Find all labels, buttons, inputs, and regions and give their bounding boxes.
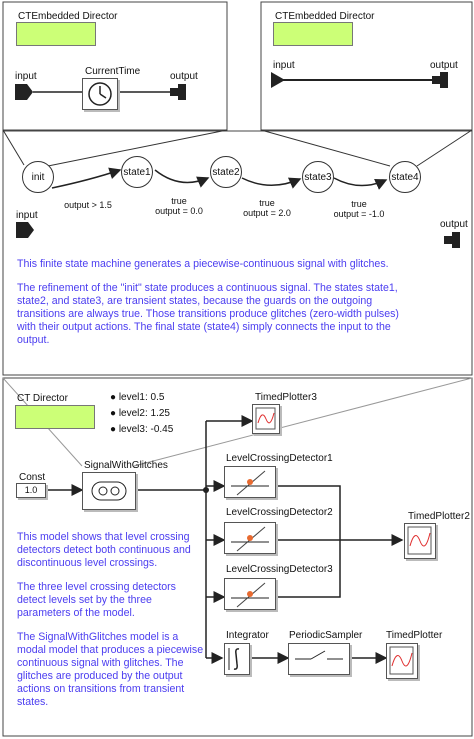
- ct-embedded-director[interactable]: [16, 22, 96, 46]
- parameter-level1[interactable]: ● level1: 0.5: [110, 392, 165, 403]
- output-port-label: output: [430, 60, 458, 71]
- signal-with-glitches-actor[interactable]: [82, 472, 136, 510]
- ct-embedded-director[interactable]: [273, 22, 353, 46]
- wire: [276, 485, 341, 540]
- clock-icon: [88, 82, 112, 106]
- modal-model-icon: [91, 481, 127, 501]
- periodic-sampler-actor[interactable]: [288, 643, 350, 675]
- timed-plotter-label: TimedPlotter: [386, 630, 443, 641]
- signal-with-glitches-label: SignalWithGlitches: [84, 460, 168, 471]
- parameter-level2[interactable]: ● level2: 1.25: [110, 408, 170, 419]
- description-paragraph: The SignalWithGlitches model is a modal …: [17, 631, 204, 708]
- timed-plotter-actor[interactable]: [386, 643, 418, 679]
- lcd3-label: LevelCrossingDetector3: [226, 564, 333, 575]
- plot-icon: [407, 526, 432, 555]
- fsm-state-state2[interactable]: state2: [210, 156, 242, 188]
- parameter-text: level3: -0.45: [118, 424, 174, 435]
- description-paragraph: The refinement of the "init" state produ…: [17, 282, 399, 346]
- fsm-state-state1[interactable]: state1: [121, 156, 153, 188]
- transition-action-label: output = 0.0: [155, 206, 203, 216]
- director-label: CT Director: [17, 393, 68, 404]
- transition-guard-label: true: [171, 196, 187, 206]
- level-crossing-icon: [231, 470, 269, 496]
- const-actor[interactable]: 1.0: [16, 483, 46, 498]
- input-port-icon[interactable]: [16, 222, 36, 238]
- transition-arc: [333, 177, 388, 190]
- timed-plotter3-actor[interactable]: [252, 404, 280, 434]
- zoom-line: [133, 377, 473, 467]
- plot-icon: [255, 407, 276, 430]
- fsm-state-label: state3: [304, 171, 332, 183]
- fsm-state-label: state1: [123, 166, 151, 178]
- output-port-label: output: [440, 219, 468, 230]
- periodic-sampler-label: PeriodicSampler: [289, 630, 363, 641]
- transition-guard-label: output > 1.5: [64, 200, 112, 210]
- parameter-text: level2: 1.25: [118, 408, 170, 419]
- integrator-label: Integrator: [226, 630, 269, 641]
- level-crossing-icon: [231, 526, 269, 552]
- transition-arc: [241, 177, 302, 189]
- description-paragraph: The three level crossing detectors detec…: [17, 581, 176, 619]
- wire: [276, 540, 341, 598]
- output-port-icon[interactable]: [170, 84, 188, 100]
- input-port-label: input: [15, 71, 37, 82]
- current-time-actor[interactable]: [82, 78, 118, 110]
- plot-icon: [389, 646, 414, 675]
- fsm-state-label: state2: [212, 166, 240, 178]
- lcd2-label: LevelCrossingDetector2: [226, 507, 333, 518]
- director-label: CTEmbedded Director: [18, 11, 118, 22]
- transition-guard-label: true: [351, 199, 367, 209]
- input-port-label: input: [273, 60, 295, 71]
- lcd3-actor[interactable]: [224, 578, 276, 610]
- zoom-line: [416, 129, 473, 167]
- fsm-state-label: init: [31, 171, 45, 183]
- const-value: 1.0: [24, 485, 38, 495]
- timed-plotter2-label: TimedPlotter2: [408, 511, 470, 522]
- output-port-icon[interactable]: [432, 72, 448, 88]
- parameter-level3[interactable]: ● level3: -0.45: [110, 424, 174, 435]
- wire-junction: [203, 487, 209, 493]
- lcd1-label: LevelCrossingDetector1: [226, 453, 333, 464]
- director-label: CTEmbedded Director: [275, 11, 375, 22]
- lcd1-actor[interactable]: [224, 466, 276, 498]
- transition-action-label: output = -1.0: [333, 209, 385, 219]
- input-port-label: input: [16, 210, 38, 221]
- output-port-label: output: [170, 71, 198, 82]
- input-port-icon[interactable]: [271, 72, 285, 88]
- integral-icon: [228, 648, 240, 670]
- lcd2-actor[interactable]: [224, 522, 276, 554]
- transition-action-label: output = 2.0: [243, 208, 291, 218]
- level-crossing-icon: [231, 582, 269, 608]
- zoom-line: [2, 129, 25, 166]
- sampler-switch-icon: [295, 650, 343, 660]
- fsm-state-label: state4: [391, 171, 419, 183]
- timed-plotter3-label: TimedPlotter3: [255, 392, 317, 403]
- current-time-label: CurrentTime: [85, 66, 141, 77]
- transition-guard-label: true: [259, 198, 275, 208]
- transition-arc: [154, 169, 210, 188]
- transition-arc: [51, 167, 122, 189]
- ct-director[interactable]: [15, 405, 95, 429]
- fsm-state-state3[interactable]: state3: [302, 161, 334, 193]
- timed-plotter2-actor[interactable]: [404, 523, 436, 559]
- description-paragraph: This finite state machine generates a pi…: [17, 258, 389, 270]
- fsm-description: This finite state machine generates a pi…: [17, 258, 417, 358]
- fsm-state-state4[interactable]: state4: [389, 161, 421, 193]
- fsm-state-init[interactable]: init: [22, 161, 54, 193]
- parameter-text: level1: 0.5: [118, 392, 165, 403]
- input-port-icon[interactable]: [15, 84, 35, 100]
- zoom-line: [47, 129, 228, 167]
- ct-description: This model shows that level crossing det…: [17, 531, 207, 720]
- description-paragraph: This model shows that level crossing det…: [17, 531, 191, 569]
- integrator-actor[interactable]: [224, 643, 250, 675]
- const-label: Const: [19, 472, 46, 483]
- zoom-line: [260, 129, 391, 167]
- output-port-icon[interactable]: [444, 232, 462, 248]
